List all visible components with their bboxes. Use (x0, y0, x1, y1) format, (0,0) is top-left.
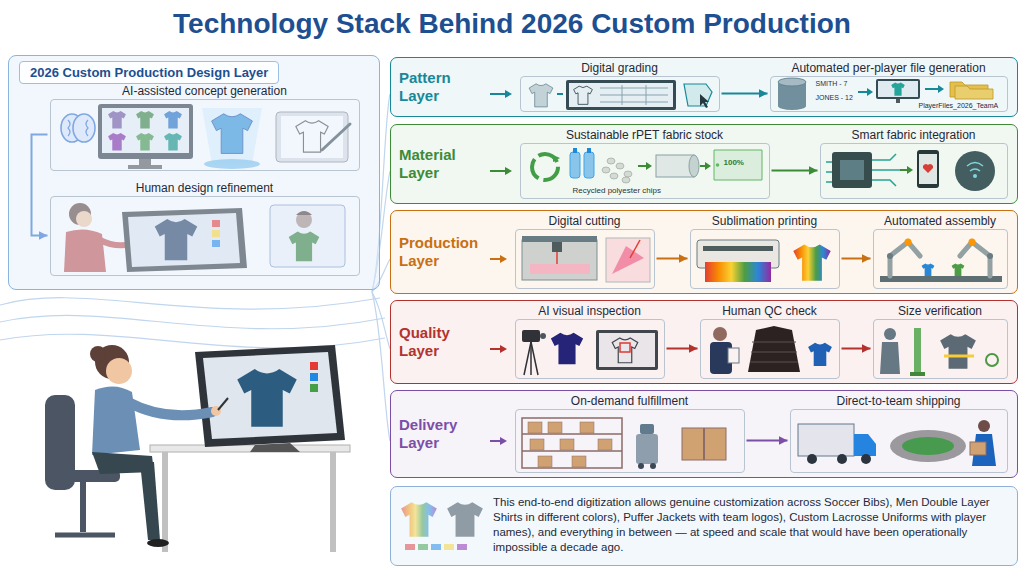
layer-label: Material Layer (399, 146, 483, 182)
note-label: SMITH - 7 (816, 80, 848, 88)
step-picture (820, 143, 1008, 199)
designer-at-desk (310, 384, 318, 392)
step-box: Digital cutting (515, 214, 655, 289)
step-box: Digital grading (520, 61, 720, 112)
designer-at-desk (310, 373, 318, 381)
step-box: On-demand fulfillment (515, 394, 745, 473)
step-picture (873, 319, 1008, 379)
layer-label: Delivery Layer (399, 416, 483, 452)
designer-at-desk (195, 345, 345, 447)
designer-at-desk (250, 443, 300, 452)
note-label: 100% (724, 159, 744, 168)
step-label: Smart fabric integration (851, 128, 975, 143)
layer-label: Production Layer (399, 234, 483, 270)
layer-label: Quality Layer (399, 324, 483, 360)
diagram-title: Technology Stack Behind 2026 Custom Prod… (0, 8, 1024, 40)
step-picture (50, 99, 360, 171)
step-label: Human QC check (722, 304, 817, 319)
designer-at-desk (45, 345, 350, 552)
step-picture (700, 319, 840, 379)
step-label: Automated assembly (884, 214, 996, 229)
layer-band: Quality Layer AI visual inspection Human Q… (390, 300, 1018, 384)
caption-text: This end-to-end digitization allows genu… (493, 495, 1005, 555)
designer-at-desk (162, 452, 168, 552)
background-swirls (0, 298, 380, 309)
designer-at-desk (55, 533, 115, 538)
design-panel: 2026 Custom Production Design LayerAI-as… (8, 55, 380, 290)
designer-at-desk (80, 482, 86, 532)
step-label: Automated per-player file generation (791, 61, 985, 76)
layer-band: Production Layer Digital cutting Sublimati… (390, 210, 1018, 294)
step-box: Human QC check (700, 304, 840, 379)
step-box: AI visual inspection (515, 304, 665, 379)
step-picture (515, 319, 665, 379)
step-label: On-demand fulfillment (571, 394, 688, 409)
designer-at-desk (218, 398, 228, 410)
step-label: Size verification (898, 304, 982, 319)
designer-at-desk (330, 452, 336, 552)
step-picture: Recycled polyester chips 100% (520, 143, 770, 199)
designer-at-desk (150, 445, 350, 452)
step-picture (515, 229, 655, 289)
step-picture (790, 409, 1008, 473)
step-label: Direct-to-team shipping (836, 394, 960, 409)
layer-label: Pattern Layer (399, 69, 483, 105)
step-picture (50, 196, 360, 276)
step-label: Digital grading (581, 61, 658, 76)
step-box: AI-assisted concept generation (50, 84, 360, 171)
step-picture (515, 409, 745, 473)
step-box: Sustainable rPET fabric stockRecycled po… (520, 128, 770, 199)
step-label: Sublimation printing (712, 214, 817, 229)
designer-at-desk (147, 539, 169, 547)
step-box: Sublimation printing (690, 214, 840, 289)
layer-band: Material Layer Sustainable rPET fabric st… (390, 124, 1018, 204)
designer-at-desk (128, 402, 212, 415)
step-label: Sustainable rPET fabric stock (566, 128, 723, 143)
step-picture: SMITH - 7 JONES - 12 PlayerFiles_2026_Team… (770, 76, 1008, 112)
layer-band: Pattern Layer Digital grading Automated pe… (390, 57, 1018, 117)
designer-at-desk (106, 358, 132, 384)
step-picture (873, 229, 1008, 289)
designer-at-desk (140, 462, 160, 540)
background-swirls (0, 315, 385, 328)
note-label: PlayerFiles_2026_TeamA (919, 102, 999, 110)
note-label: Recycled polyester chips (573, 187, 661, 196)
step-label: Human design refinement (136, 181, 273, 196)
step-label: AI-assisted concept generation (122, 84, 287, 99)
step-box: Size verification (873, 304, 1008, 379)
step-box: Automated assembly (873, 214, 1008, 289)
background-swirls (372, 292, 390, 349)
caption-box: This end-to-end digitization allows genu… (390, 486, 1018, 566)
step-box: Direct-to-team shipping (790, 394, 1008, 473)
designer-at-desk (92, 386, 140, 455)
panel-heading: 2026 Custom Production Design Layer (19, 61, 279, 84)
designer-at-desk (203, 352, 337, 439)
layer-band: Delivery Layer On-demand fulfillment Direc… (390, 390, 1018, 478)
step-label: AI visual inspection (538, 304, 641, 319)
designer-at-desk (310, 362, 318, 370)
step-box: Smart fabric integration (820, 128, 1008, 199)
step-box: Human design refinement (50, 181, 360, 276)
step-picture (690, 229, 840, 289)
step-box: Automated per-player file generationSMIT… (770, 61, 1008, 112)
designer-at-desk (237, 369, 297, 427)
note-label: JONES - 12 (816, 94, 853, 102)
designer-at-desk (90, 346, 106, 362)
step-label: Digital cutting (548, 214, 620, 229)
step-picture (520, 76, 720, 112)
background-swirls (372, 292, 390, 441)
